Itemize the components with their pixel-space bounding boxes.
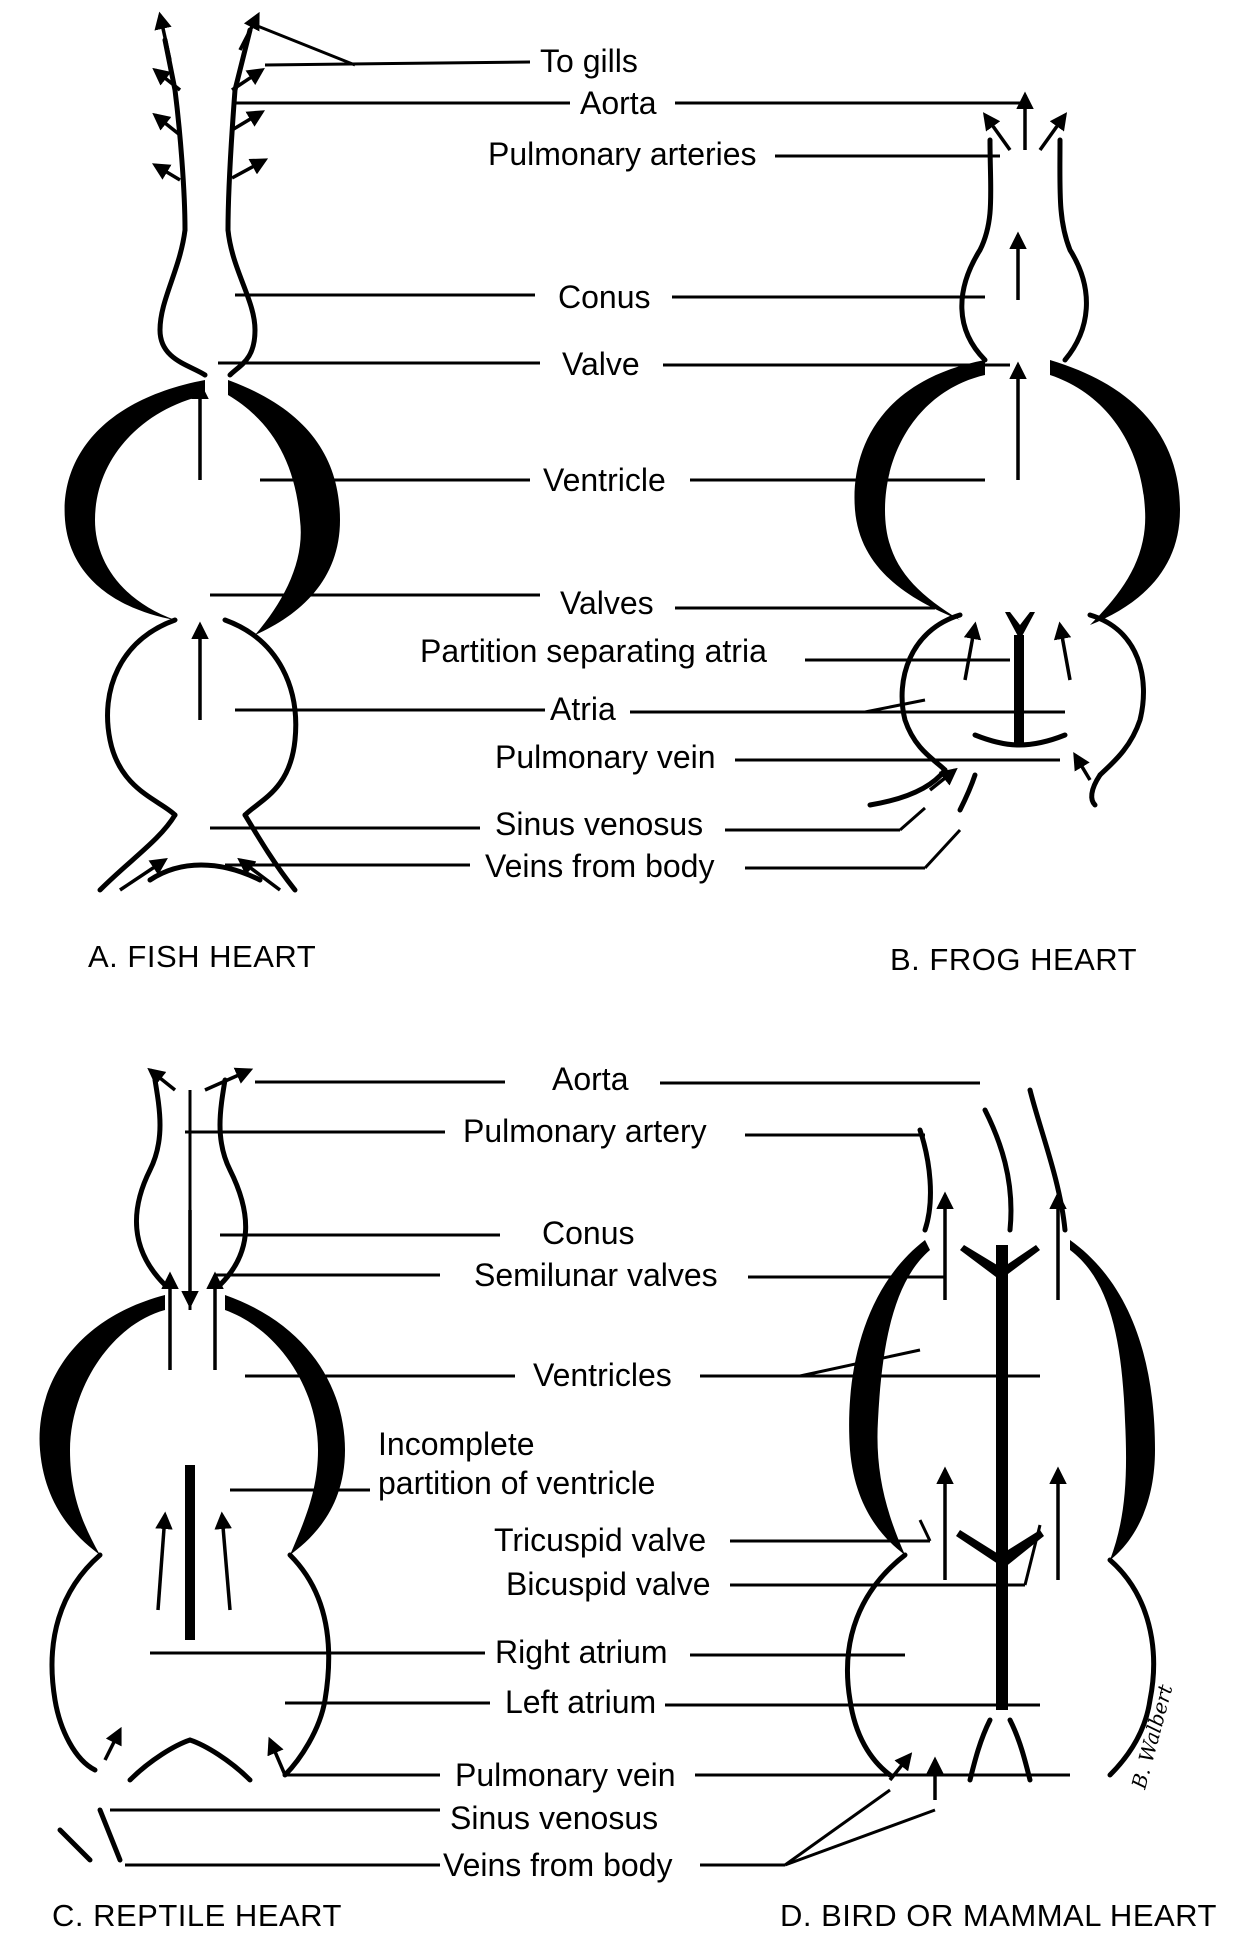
- labels-top: To gills Aorta Pulmonary arteries Conus …: [420, 43, 767, 884]
- label-aorta-2: Aorta: [552, 1061, 629, 1097]
- label-atria: Atria: [550, 691, 616, 727]
- label-pulmonary-artery: Pulmonary artery: [463, 1113, 707, 1149]
- caption-frog-heart: B. FROG HEART: [890, 942, 1137, 977]
- caption-bird-mammal-heart: D. BIRD OR MAMMAL HEART: [780, 1898, 1217, 1933]
- label-right-atrium: Right atrium: [495, 1634, 668, 1670]
- label-pulmonary-arteries: Pulmonary arteries: [488, 136, 757, 172]
- label-valves: Valves: [560, 585, 654, 621]
- label-ventricles: Ventricles: [533, 1357, 672, 1393]
- label-conus: Conus: [558, 279, 651, 315]
- label-veins-from-body: Veins from body: [485, 848, 714, 884]
- label-veins-from-body-2: Veins from body: [443, 1847, 672, 1883]
- label-sinus-venosus: Sinus venosus: [495, 806, 703, 842]
- label-to-gills: To gills: [540, 43, 638, 79]
- label-ventricle: Ventricle: [543, 462, 666, 498]
- reptile-heart: [39, 1067, 345, 1863]
- label-aorta: Aorta: [580, 85, 657, 121]
- label-left-atrium: Left atrium: [505, 1684, 656, 1720]
- label-semilunar-valves: Semilunar valves: [474, 1257, 718, 1293]
- bird-mammal-heart: [845, 1087, 1157, 1800]
- leader-lines: [110, 23, 1070, 1867]
- caption-fish-heart: A. FISH HEART: [88, 939, 316, 974]
- caption-reptile-heart: C. REPTILE HEART: [52, 1898, 342, 1933]
- label-pulmonary-vein-2: Pulmonary vein: [455, 1757, 676, 1793]
- label-pulmonary-vein: Pulmonary vein: [495, 739, 716, 775]
- label-conus-2: Conus: [542, 1215, 635, 1251]
- label-bicuspid-valve: Bicuspid valve: [506, 1566, 711, 1602]
- label-valve: Valve: [562, 346, 640, 382]
- label-incomplete-partition-line2: partition of ventricle: [378, 1465, 655, 1501]
- artist-signature: B. Walbert: [1126, 1681, 1177, 1792]
- label-sinus-venosus-2: Sinus venosus: [450, 1800, 658, 1836]
- label-partition-separating-atria: Partition separating atria: [420, 633, 767, 669]
- fish-heart: [64, 11, 340, 893]
- label-tricuspid-valve: Tricuspid valve: [494, 1522, 706, 1558]
- label-incomplete-partition-line1: Incomplete: [378, 1426, 535, 1462]
- labels-bottom: Aorta Pulmonary artery Conus Semilunar v…: [378, 1061, 718, 1883]
- frog-heart: [854, 91, 1180, 813]
